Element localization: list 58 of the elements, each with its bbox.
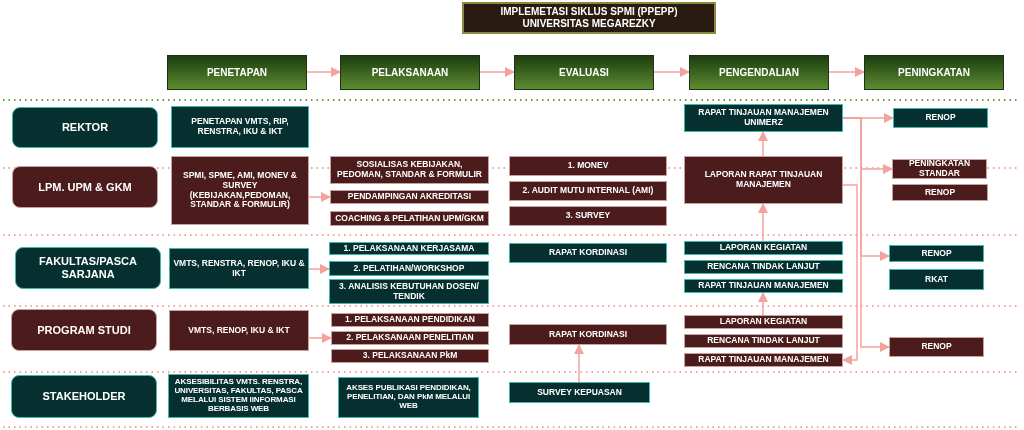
lane-label: REKTOR [12, 107, 158, 148]
process-box: RAPAT KORDINASI [509, 324, 667, 345]
process-box: RKAT [889, 269, 984, 290]
process-box: 1. PELAKSANAAN PENDIDIKAN [331, 313, 489, 327]
arrow [308, 332, 333, 344]
arrow [841, 184, 858, 366]
process-box: PENINGKATAN STANDAR [892, 159, 987, 179]
phase-header: PENGENDALIAN [689, 55, 829, 90]
process-box: 3. PELAKSANAAN PkM [331, 349, 489, 363]
phase-header: PELAKSANAAN [340, 55, 480, 90]
process-box: 2. AUDIT MUTU INTERNAL (AMI) [509, 181, 667, 201]
process-box: RAPAT TINJAUAN MANAJEMEN [684, 279, 843, 293]
arrow [308, 191, 332, 203]
lane-label: PROGRAM STUDI [11, 309, 157, 351]
phase-header: PENETAPAN [167, 55, 307, 90]
process-box: PENDAMPINGAN AKREDITASI [330, 190, 489, 204]
process-box: SOSIALISAS KEBIJAKAN, PEDOMAN, STANDAR & FORMULIR [330, 156, 489, 184]
process-box: RAPAT KORDINASI [509, 243, 667, 263]
process-box: RENCANA TINDAK LANJUT [684, 260, 843, 274]
process-box: RAPAT TINJAUAN MANAJEMEN [684, 353, 843, 367]
arrow [828, 66, 866, 78]
process-box: SURVEY KEPUASAN [509, 382, 650, 403]
title-box: IMPLEMETASI SIKLUS SPMI (PPEPP) UNIVERSITAS MEGAREZKY [462, 2, 716, 34]
phase-header: EVALUASI [514, 55, 654, 90]
process-box: 2. PELATIHAN/WORKSHOP [329, 261, 489, 276]
arrow [308, 263, 331, 275]
arrow [757, 130, 769, 157]
arrow [573, 343, 585, 383]
arrow [757, 202, 769, 242]
process-box: LAPORAN KEGIATAN [684, 241, 843, 255]
process-box: 1. PELAKSANAAN KERJASAMA [329, 242, 489, 255]
process-box: AKSES PUBLIKASI PENDIDIKAN, PENELITIAN, DAN PkM MELALUI WEB [338, 377, 479, 418]
process-box: RENOP [889, 245, 984, 262]
process-box: 1. MONEV [509, 156, 667, 176]
arrow [306, 66, 342, 78]
lane-label: FAKULTAS/PASCA SARJANA [15, 247, 161, 289]
phase-header: PENINGKATAN [864, 55, 1004, 90]
arrow [479, 66, 516, 78]
process-box: VMTS, RENOP, IKU & IKT [169, 310, 309, 351]
process-box: VMTS, RENSTRA, RENOP, IKU & IKT [169, 248, 309, 289]
process-box: PENETAPAN VMTS, RIP, RENSTRA, IKU & IKT [171, 106, 309, 148]
process-box: LAPORAN KEGIATAN [684, 315, 843, 329]
process-box: RENOP [892, 184, 988, 201]
lane-label: STAKEHOLDER [11, 375, 157, 418]
process-box: SPMI, SPME, AMI, MONEV & SURVEY (KEBIJAKAN,PEDOMAN, STANDAR & FORMULIR) [171, 156, 309, 225]
arrow [757, 291, 769, 316]
process-box: 2. PELAKSANAAN PENELITIAN [331, 331, 489, 345]
process-box: COACHING & PELATIHAN UPM/GKM [330, 211, 489, 226]
process-box: 3. ANALISIS KEBUTUHAN DOSEN/ TENDIK [329, 279, 489, 304]
process-box: RENOP [889, 337, 984, 357]
process-box: RAPAT TINJAUAN MANAJEMEN UNIMERZ [684, 104, 843, 132]
arrow [653, 66, 691, 78]
process-box: 3. SURVEY [509, 206, 667, 226]
process-box: LAPORAN RAPAT TINJAUAN MANAJEMEN [684, 156, 843, 204]
process-box: AKSESIBILITAS VMTS. RENSTRA, UNIVERSITAS, FAKULTAS, PASCA MELALUI SISTEM IINFORMASI BERBASIS WEB [168, 374, 309, 418]
process-box: RENOP [893, 108, 988, 128]
lane-label: LPM. UPM & GKM [12, 166, 158, 208]
process-box: RENCANA TINDAK LANJUT [684, 334, 843, 348]
